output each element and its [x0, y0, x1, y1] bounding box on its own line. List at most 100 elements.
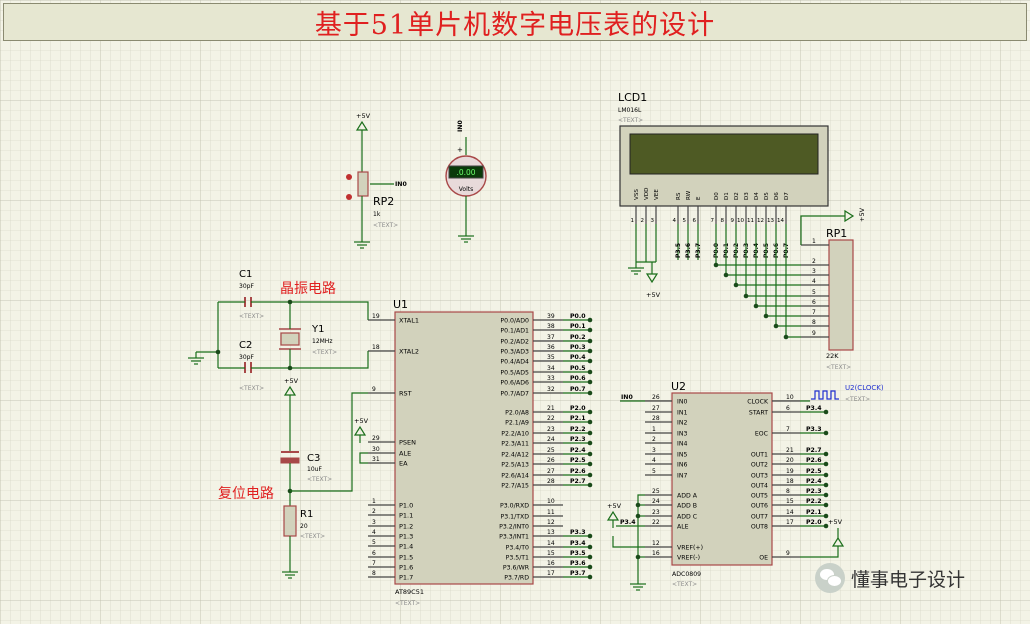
- u1-pin-number: 33: [547, 375, 555, 382]
- u1-pin-name: P3.7/RD: [504, 575, 529, 582]
- u1-pin-name: P3.4/T0: [506, 545, 529, 552]
- lcd-pin-number: 14: [777, 218, 784, 224]
- net-label-P2-7: P2.7: [570, 478, 586, 485]
- u1-pin-name-p1.6: P1.6: [399, 564, 413, 572]
- u2-pin-name: VREF(-): [677, 555, 700, 562]
- u1-pin-name: P3.2/INT0: [499, 524, 529, 531]
- c1-text: <TEXT>: [239, 313, 264, 320]
- u1-pin-number: 34: [547, 365, 555, 372]
- u2-pin-number: 3: [652, 447, 656, 454]
- u2-text: <TEXT>: [672, 581, 697, 588]
- junction-dot: [635, 554, 641, 560]
- u2-net-label-P2-1: P2.1: [806, 509, 822, 516]
- u2-pin-name: CLOCK: [747, 399, 769, 406]
- u1-pin-number: 4: [372, 529, 376, 536]
- net-terminal: [587, 317, 593, 323]
- u1-pin-number: 12: [547, 519, 555, 526]
- net-label-P2-3: P2.3: [570, 436, 586, 443]
- u1-pin-number: 14: [547, 540, 555, 547]
- c3-plate-polar: [280, 457, 300, 464]
- u1-pin-number: 39: [547, 313, 555, 320]
- u2-in0-label: IN0: [621, 394, 633, 401]
- u2-pin-name: VREF(+): [677, 545, 703, 552]
- u1-pin-name: P2.2/A10: [501, 431, 529, 438]
- rp2-value: 1k: [373, 211, 381, 218]
- watermark: 懂事电子设计: [815, 563, 965, 593]
- u1-pin-name: P3.5/T1: [506, 555, 529, 562]
- u2-pin-name: IN2: [677, 420, 687, 427]
- lcd-pin-name: D6: [774, 192, 780, 200]
- net-label-P2-0: P2.0: [570, 405, 586, 412]
- u1-pin-name-psen: PSEN: [399, 439, 416, 447]
- net-terminal: [587, 451, 593, 457]
- u2-net-label-P2-4: P2.4: [806, 478, 822, 485]
- u1-text-placeholder: <TEXT>: [395, 600, 420, 607]
- wechat-icon: [815, 563, 845, 593]
- u2-pin-name: IN0: [677, 399, 687, 406]
- addr-ground-wire: [637, 494, 645, 578]
- voltmeter-display: [448, 165, 484, 179]
- u2-model: ADC0809: [672, 571, 701, 578]
- net-label-P2-6: P2.6: [570, 468, 586, 475]
- lcd-pin-number: 7: [711, 218, 715, 224]
- u1-pin-number: 38: [547, 323, 555, 330]
- u1-pin-number: 17: [547, 570, 555, 577]
- u1-pin-number: 21: [547, 405, 555, 412]
- lcd-pin-name: D7: [784, 192, 790, 200]
- rp1-pin-number: 9: [812, 330, 816, 337]
- lcd-model: LM016L: [618, 107, 642, 114]
- net-terminal: [823, 482, 829, 488]
- u1-pin-number: 31: [372, 456, 380, 463]
- u2-pin-name: ADD C: [677, 514, 697, 521]
- u2-pin-name: IN1: [677, 410, 687, 417]
- lcd-screen: [629, 133, 819, 175]
- u1-pin-name: P0.0/AD0: [500, 318, 529, 325]
- u1-pin-number: 18: [372, 344, 380, 351]
- u2-pin-name: OUT7: [751, 514, 768, 521]
- u2-pin-name: ALE: [677, 524, 689, 531]
- u1-pin-name-p1.5: P1.5: [399, 554, 413, 562]
- u2-pin-name: IN7: [677, 473, 687, 480]
- ea-supply-label: +5V: [354, 417, 369, 425]
- u1-pin-number: 6: [372, 550, 376, 557]
- rp1-pin-number: 8: [812, 319, 816, 326]
- ea-wire: [359, 452, 368, 464]
- lcd-pin-name: D0: [714, 192, 720, 200]
- u1-pin-name: P3.0/RXD: [500, 503, 529, 510]
- u2-ref: U2: [671, 380, 686, 393]
- y1-value: 12MHz: [312, 338, 332, 345]
- lcd-pin-number: 9: [731, 218, 735, 224]
- c1-value: 30pF: [239, 283, 254, 290]
- lcd-pin-name: D4: [754, 192, 760, 200]
- u2-pin-name: OUT2: [751, 462, 768, 469]
- rp1-text: <TEXT>: [826, 364, 851, 371]
- page-title: 基于51单片机数字电压表的设计: [314, 9, 716, 41]
- u1-pin-name: P0.7/AD7: [500, 391, 529, 398]
- u1-pin-number: 11: [547, 509, 555, 516]
- u2-pin-number: 27: [652, 405, 660, 412]
- u1-pin-number: 29: [372, 435, 380, 442]
- net-label-P3-5: P3.5: [570, 550, 586, 557]
- u1-pin-number: 26: [547, 457, 555, 464]
- net-label-P2-1: P2.1: [570, 415, 586, 422]
- u2-pin-number: 26: [652, 394, 660, 401]
- u1-pin-name-p1.7: P1.7: [399, 574, 413, 582]
- net-label-P3-4: P3.4: [570, 540, 586, 547]
- u2-net-label-P2-7: P2.7: [806, 447, 822, 454]
- rp1-value: 22K: [826, 352, 839, 360]
- net-terminal: [823, 430, 829, 436]
- net-label-P2-4: P2.4: [570, 447, 586, 454]
- u2-pin-number: 1: [652, 426, 656, 433]
- u1-pin-name-p1.4: P1.4: [399, 543, 413, 551]
- net-label-P0-2: P0.2: [570, 334, 586, 341]
- net-terminal: [587, 348, 593, 354]
- u2-pin-number: 4: [652, 457, 656, 464]
- reset-circuit-annotation: 复位电路: [218, 485, 274, 502]
- u1-pin-number: 25: [547, 447, 555, 454]
- net-label-P0-4: P0.4: [570, 354, 586, 361]
- lcd-pin-number: 3: [651, 218, 655, 224]
- junction-dot: [733, 282, 739, 288]
- u2-pin-name: EOC: [755, 431, 768, 438]
